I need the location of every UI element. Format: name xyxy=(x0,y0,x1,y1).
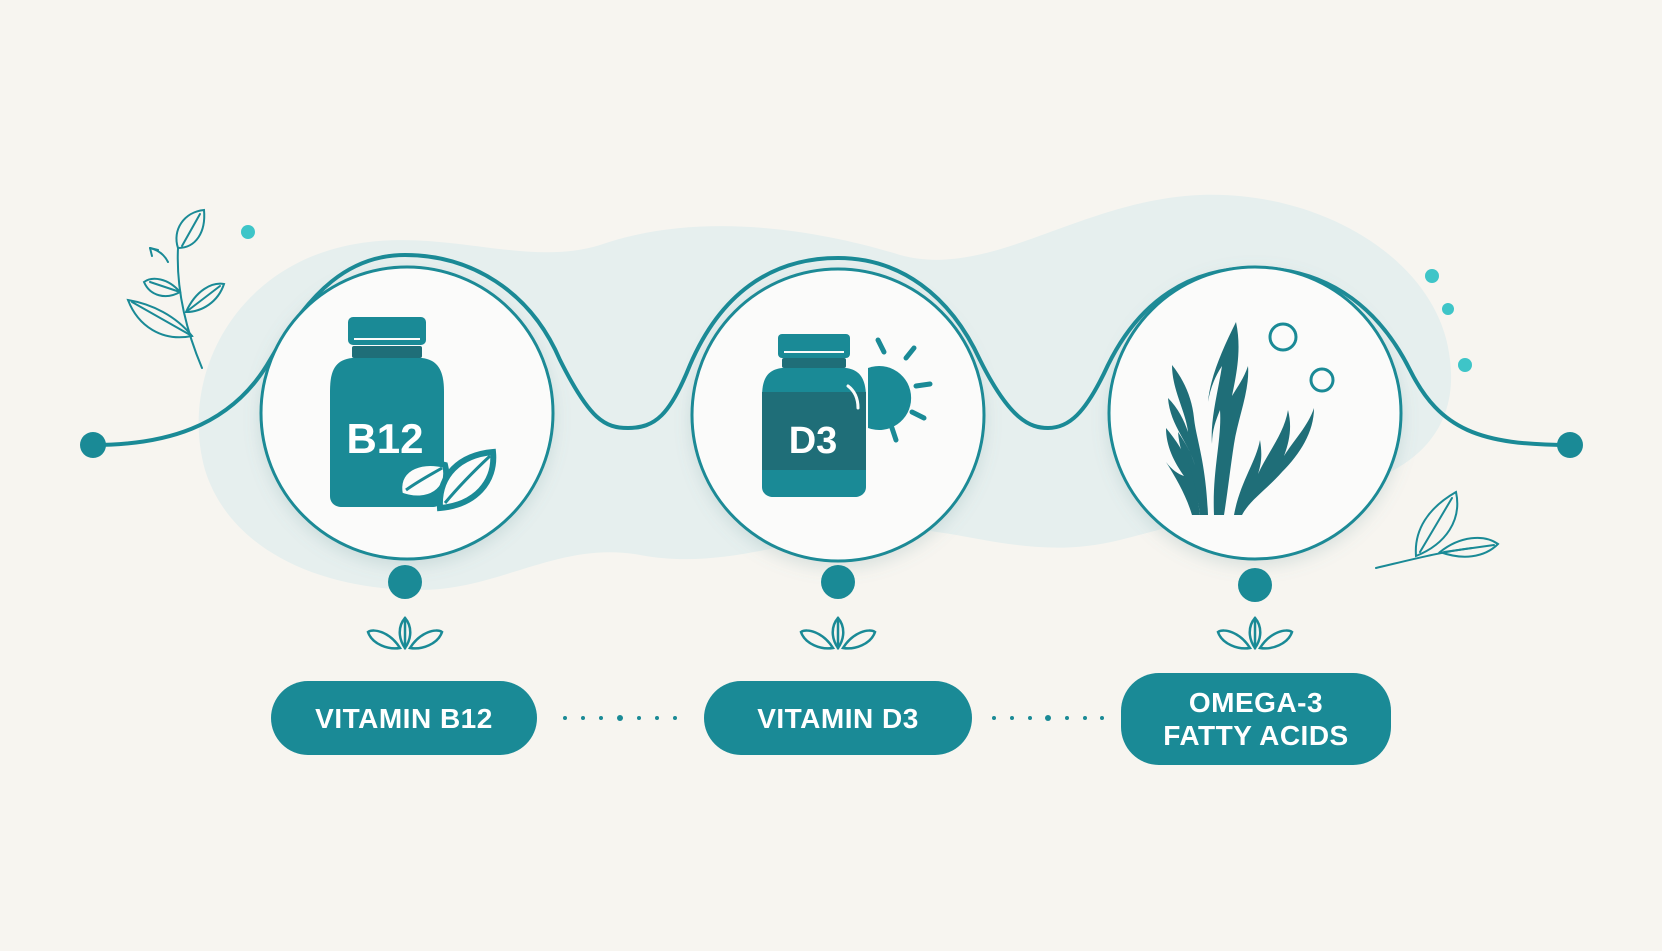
dot-icon xyxy=(241,225,255,239)
bottle-label-b12: B12 xyxy=(346,415,423,462)
label-vitamin-d3: VITAMIN D3 xyxy=(704,681,972,755)
label-omega-3-fatty-acids: OMEGA-3 FATTY ACIDS xyxy=(1121,673,1391,765)
leaf-sprig-icon xyxy=(126,208,226,369)
sprout-icon xyxy=(1216,616,1294,651)
dot-icon xyxy=(1442,303,1454,315)
node-dot-d3 xyxy=(821,565,855,599)
sprout-icon xyxy=(366,616,444,651)
dot-icon xyxy=(1425,269,1439,283)
sprout-icon xyxy=(799,616,877,651)
bottle-label-d3: D3 xyxy=(789,420,838,462)
bottle-with-sun-icon: D3 xyxy=(762,334,933,497)
seaweed-with-bubbles-icon xyxy=(1166,322,1335,515)
node-dot-omega xyxy=(1238,568,1272,602)
leaf-sprig-icon xyxy=(1375,490,1500,569)
dotted-connector xyxy=(563,715,677,721)
wave-end-dot-right xyxy=(1557,432,1583,458)
label-vitamin-b12: VITAMIN B12 xyxy=(271,681,537,755)
bottle-with-leaves-icon: B12 xyxy=(330,317,497,512)
dotted-connector xyxy=(992,715,1104,721)
dot-icon xyxy=(1458,358,1472,372)
node-dot-b12 xyxy=(388,565,422,599)
circle-omega xyxy=(1107,265,1403,561)
wave-end-dot-left xyxy=(80,432,106,458)
